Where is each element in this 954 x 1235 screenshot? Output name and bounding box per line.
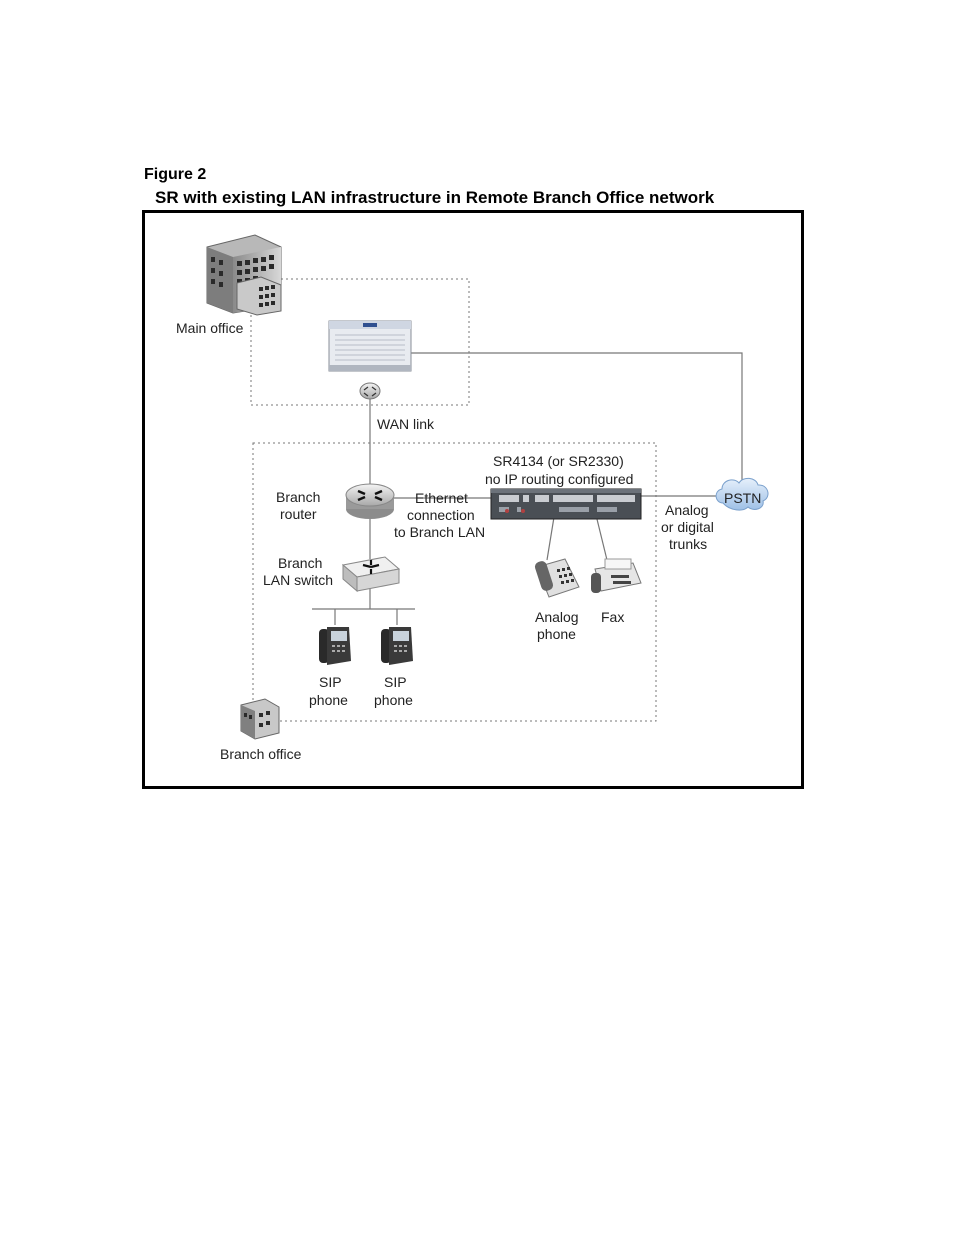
fax-label: Fax bbox=[601, 609, 624, 625]
analog-phone-icon bbox=[534, 559, 579, 597]
pstn-label: PSTN bbox=[724, 490, 761, 506]
branch-router-icon bbox=[346, 484, 394, 519]
main-office-building-icon bbox=[207, 235, 281, 315]
main-office-chassis-icon bbox=[329, 321, 411, 371]
analog-phone-label-1: Analog bbox=[535, 609, 579, 625]
branch-lan-switch-icon bbox=[343, 557, 399, 591]
sip-phone-1-icon bbox=[319, 627, 351, 665]
sip-phone-2-icon bbox=[381, 627, 413, 665]
branch-router-label-1: Branch bbox=[276, 489, 320, 505]
branch-office-label: Branch office bbox=[220, 746, 302, 762]
sip-phone-2-label-1: SIP bbox=[384, 674, 407, 690]
ethernet-label-3: to Branch LAN bbox=[394, 524, 485, 540]
branch-office-building-icon bbox=[241, 699, 279, 739]
ethernet-label-2: connection bbox=[407, 507, 475, 523]
branch-router-label-2: router bbox=[280, 506, 317, 522]
figure-caption: SR with existing LAN infrastructure in R… bbox=[155, 188, 714, 208]
figure-label: Figure 2 bbox=[144, 166, 206, 184]
wan-router-icon bbox=[360, 383, 380, 399]
sr-routing-note: no IP routing configured bbox=[485, 471, 633, 487]
trunks-label-3: trunks bbox=[669, 536, 707, 552]
main-office-label: Main office bbox=[176, 320, 244, 336]
lan-switch-label-1: Branch bbox=[278, 555, 322, 571]
trunks-label-2: or digital bbox=[661, 519, 714, 535]
sr-model-label: SR4134 (or SR2330) bbox=[493, 453, 624, 469]
lan-switch-label-2: LAN switch bbox=[263, 572, 333, 588]
sr4134-unit-icon bbox=[491, 489, 641, 519]
ethernet-label-1: Ethernet bbox=[415, 490, 468, 506]
sip-phone-2-label-2: phone bbox=[374, 692, 413, 708]
network-diagram: Main office WAN link SR4134 (or SR2330) … bbox=[145, 213, 801, 786]
diagram-frame: Main office WAN link SR4134 (or SR2330) … bbox=[142, 210, 804, 789]
fax-machine-icon bbox=[591, 559, 641, 593]
sip-phone-1-label-2: phone bbox=[309, 692, 348, 708]
trunks-label-1: Analog bbox=[665, 502, 709, 518]
sip-phone-1-label-1: SIP bbox=[319, 674, 342, 690]
analog-phone-label-2: phone bbox=[537, 626, 576, 642]
wan-link-label: WAN link bbox=[377, 416, 435, 432]
